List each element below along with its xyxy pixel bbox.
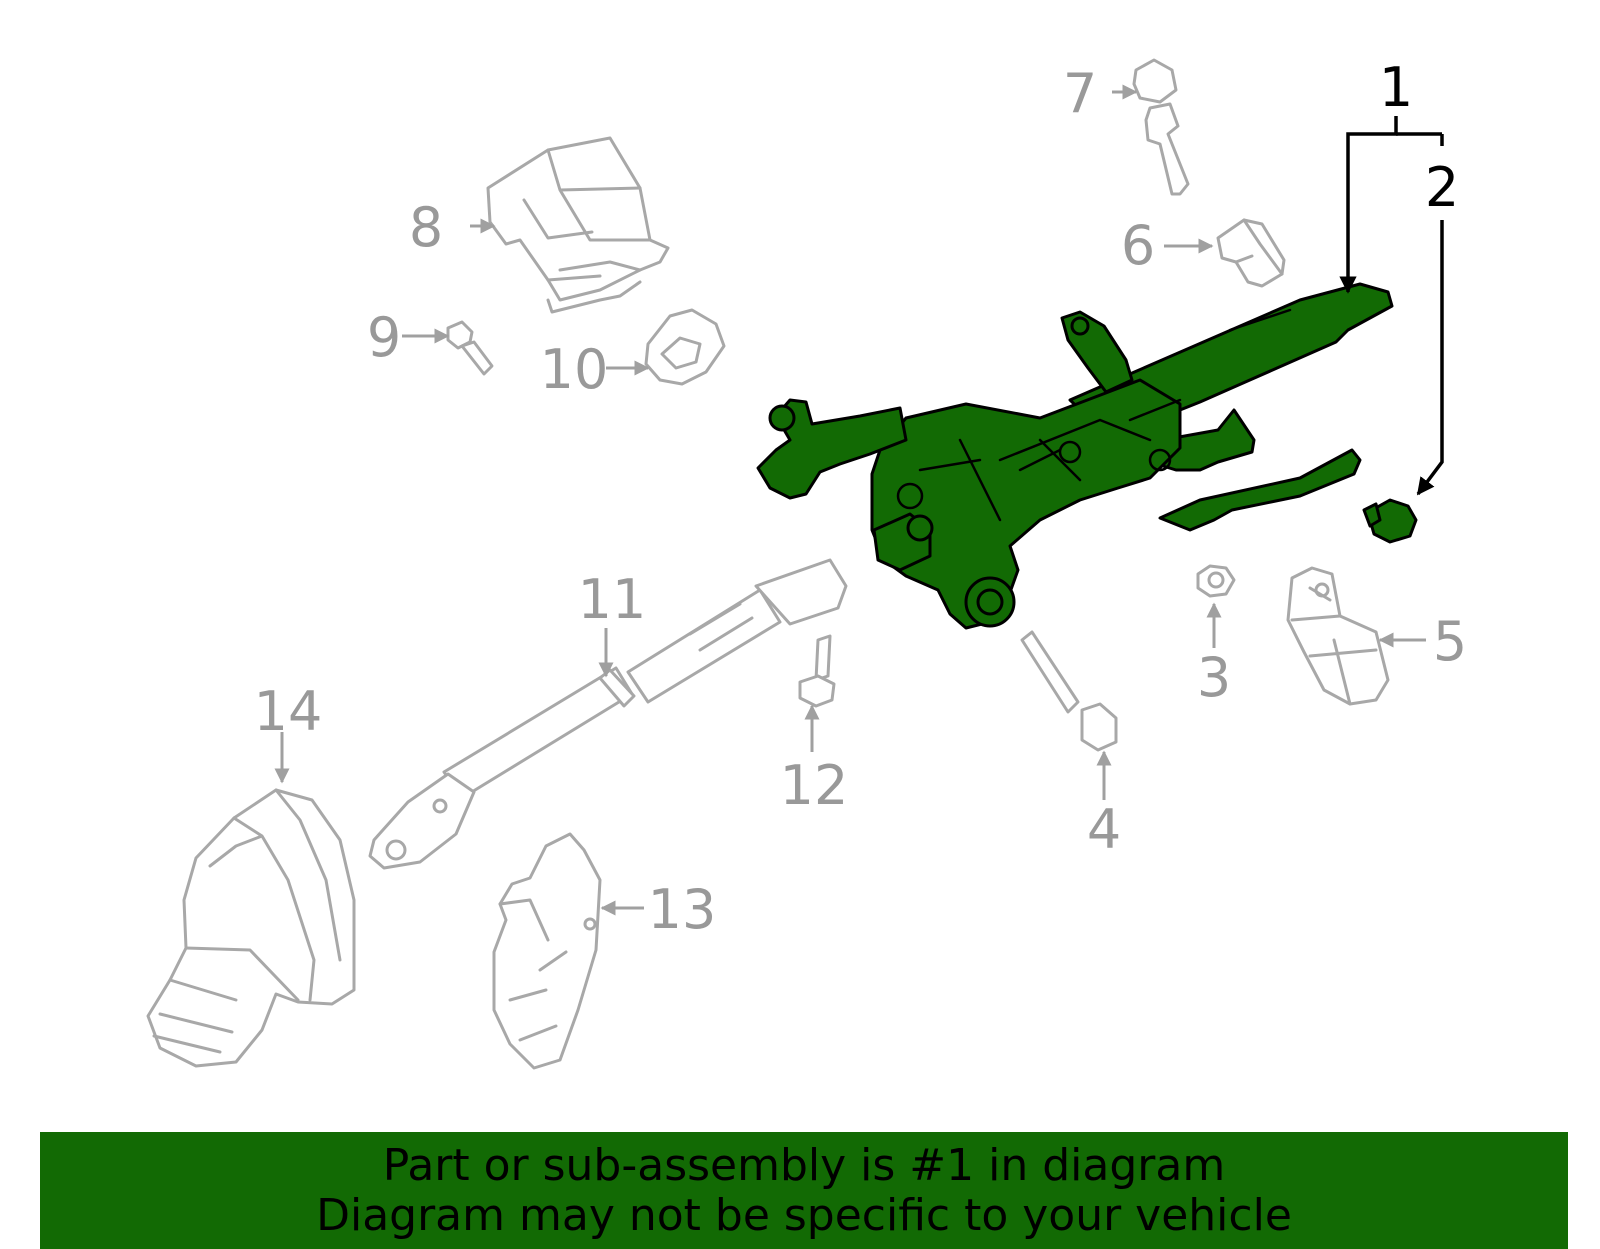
callout-12: 12: [780, 754, 849, 817]
leader-lines-highlight: [1339, 116, 1444, 496]
callout-13: 13: [648, 878, 717, 941]
banner-line-1: Part or sub-assembly is #1 in diagram: [382, 1139, 1226, 1191]
callout-5: 5: [1433, 610, 1467, 673]
part-3-nut[interactable]: [1196, 564, 1236, 598]
part-2-cap[interactable]: [1362, 498, 1418, 544]
part-10-clip[interactable]: [644, 308, 726, 386]
part-6-bracket[interactable]: [1216, 218, 1286, 288]
part-8-module[interactable]: [486, 136, 670, 314]
callout-3: 3: [1197, 646, 1231, 709]
part-7-bolt[interactable]: [1132, 58, 1190, 196]
part-9-bolt[interactable]: [446, 320, 494, 376]
callout-4: 4: [1087, 798, 1121, 861]
leader-lines: [274, 84, 1426, 916]
callout-6: 6: [1121, 214, 1155, 277]
part-1-steering-column[interactable]: [756, 282, 1394, 630]
part-5-mount[interactable]: [1286, 566, 1390, 706]
part-12-bolt[interactable]: [798, 634, 836, 708]
part-13-cover[interactable]: [492, 832, 602, 1070]
banner-line-2: Diagram may not be specific to your vehi…: [316, 1189, 1292, 1241]
part-14-boot[interactable]: [146, 788, 356, 1068]
part-4-bolt[interactable]: [1020, 630, 1118, 752]
callout-2: 2: [1425, 156, 1459, 219]
callout-11: 11: [578, 568, 647, 631]
callout-14: 14: [254, 680, 323, 743]
part-11-shaft[interactable]: [368, 558, 848, 870]
callout-9: 9: [367, 306, 401, 369]
callout-1: 1: [1379, 56, 1413, 119]
info-banner: Part or sub-assembly is #1 in diagram Di…: [40, 1132, 1568, 1249]
callout-10: 10: [540, 338, 609, 401]
callout-8: 8: [409, 196, 443, 259]
callout-7: 7: [1063, 62, 1097, 125]
